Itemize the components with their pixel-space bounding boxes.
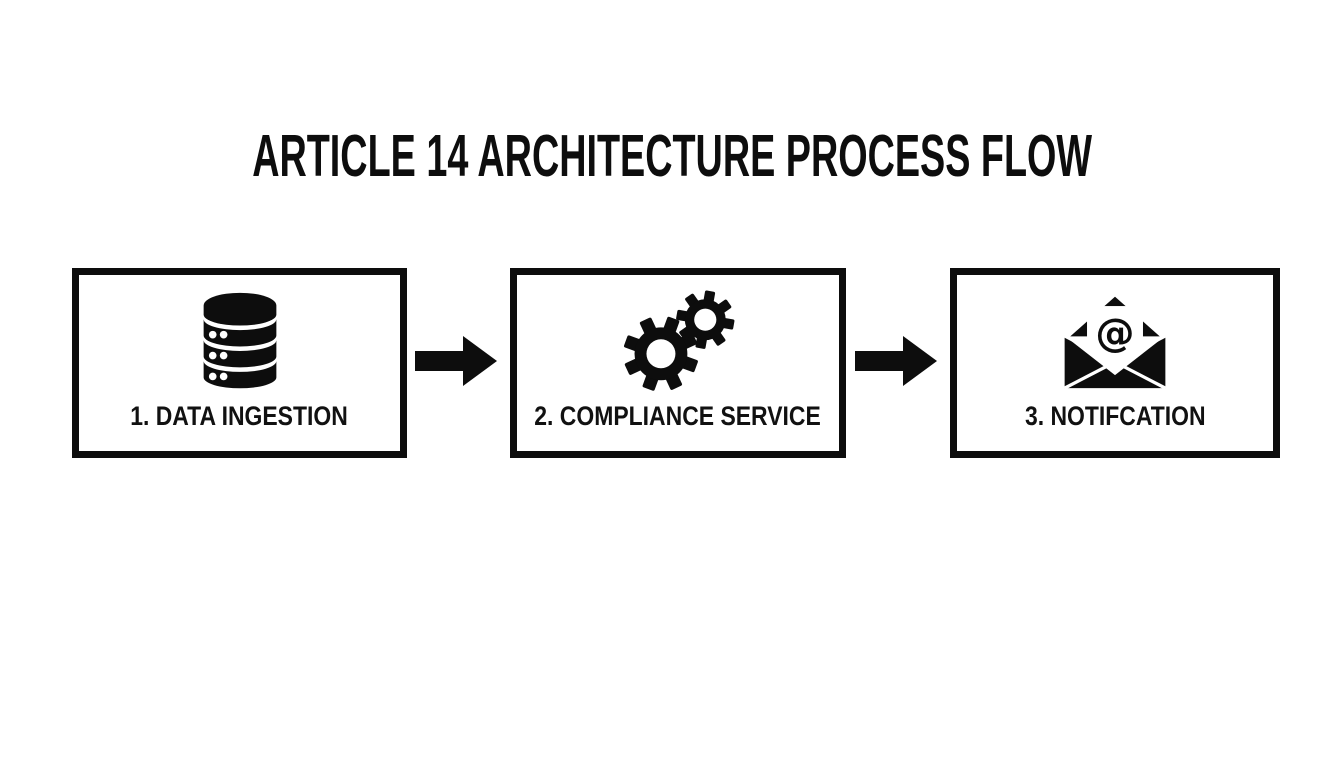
gear-small: [676, 290, 735, 349]
step-1-label: 1. DATA INGESTION: [130, 401, 349, 431]
at-symbol: @: [1095, 311, 1134, 356]
step-2-label: 2. COMPLIANCE SERVICE: [534, 401, 822, 431]
arrow-right-icon: [855, 336, 937, 386]
title-wrap: ARTICLE 14 ARCHITECTURE PROCESS FLOW: [0, 122, 1344, 190]
step-3-label: 3. NOTIFCATION: [1024, 401, 1206, 431]
step-2-icon-area: [618, 289, 738, 393]
step-box-compliance-service: 2. COMPLIANCE SERVICE: [510, 268, 846, 458]
step-box-notification: @ 3. NOTIFCATION: [950, 268, 1280, 458]
arrow-right-icon: [415, 336, 497, 386]
gears-icon: [623, 290, 735, 391]
step-box-data-ingestion: 1. DATA INGESTION: [72, 268, 407, 458]
email-envelope-icon: @: [1062, 292, 1168, 390]
database-icon: [203, 292, 276, 389]
page-title: ARTICLE 14 ARCHITECTURE PROCESS FLOW: [252, 123, 1092, 189]
step-1-icon-area: [191, 289, 289, 393]
step-3-icon-area: @: [1059, 289, 1171, 393]
gear-large: [623, 316, 698, 391]
